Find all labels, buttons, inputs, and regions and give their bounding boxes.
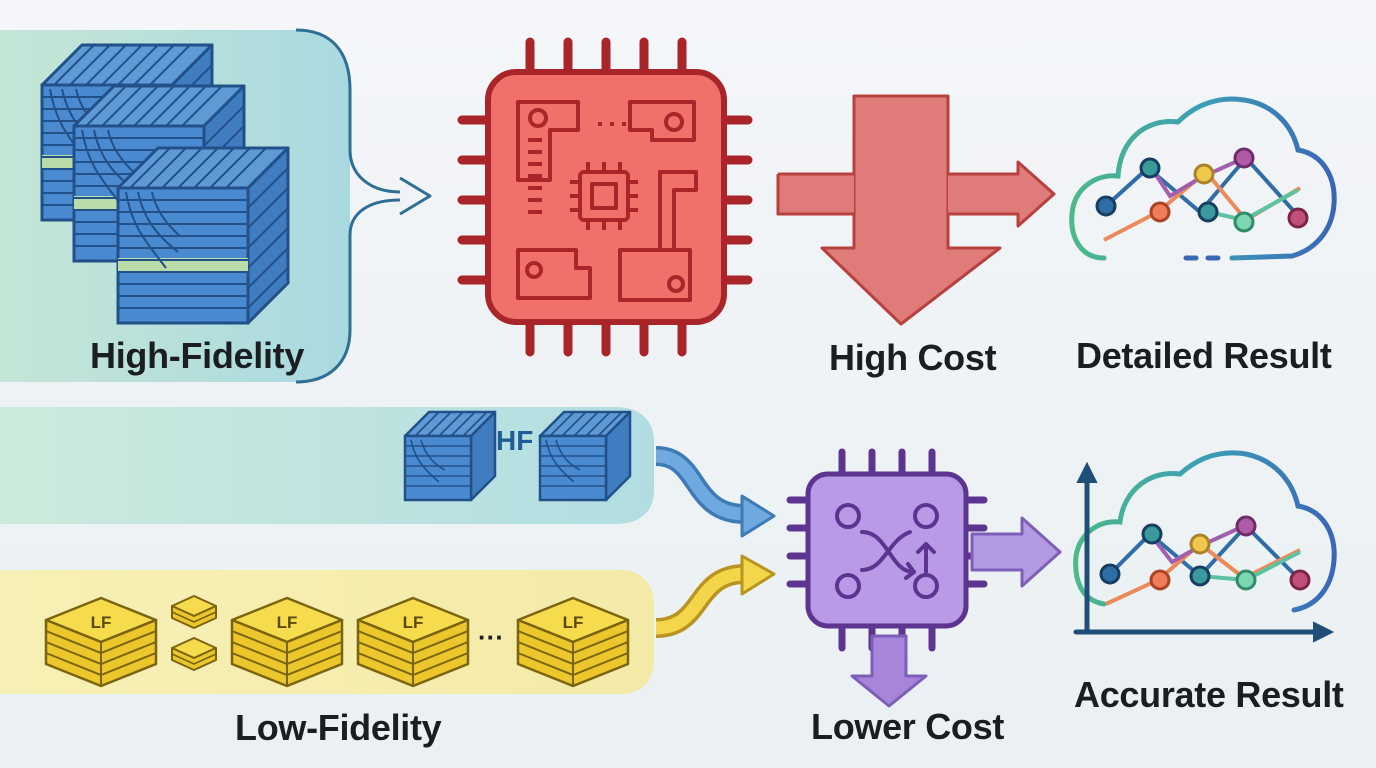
lower-cost-down-arrow-icon — [850, 634, 928, 708]
hf-merge-arrow-icon — [655, 446, 776, 538]
hf-tag: HF — [496, 425, 533, 456]
detailed-result-cloud-chart-icon — [1069, 96, 1337, 261]
lower-cost-right-arrow-icon — [970, 516, 1062, 588]
low-fidelity-label: Low-Fidelity — [235, 707, 442, 748]
high-fidelity-label: High-Fidelity — [90, 335, 305, 376]
ellipsis-text: ··· — [478, 622, 504, 652]
lf-tag: LF — [277, 613, 298, 632]
accurate-result-chart-icon — [1073, 450, 1337, 643]
lower-cost-label: Lower Cost — [811, 706, 1005, 747]
detailed-result-label: Detailed Result — [1076, 335, 1332, 376]
high-cost-right-arrow-icon — [776, 160, 1056, 228]
lf-merge-arrow-icon — [655, 554, 776, 638]
shuffle-icon — [835, 503, 939, 599]
high-cost-label: High Cost — [829, 337, 997, 378]
lf-tag: LF — [563, 613, 584, 632]
high-cost-down-arrow-icon — [820, 94, 1002, 326]
accurate-result-label: Accurate Result — [1074, 674, 1344, 715]
cpu-chip-high-cost-icon — [457, 37, 753, 357]
lf-tag: LF — [91, 613, 112, 632]
cpu-chip-low-cost-icon — [786, 448, 988, 652]
lf-tag: LF — [403, 613, 424, 632]
